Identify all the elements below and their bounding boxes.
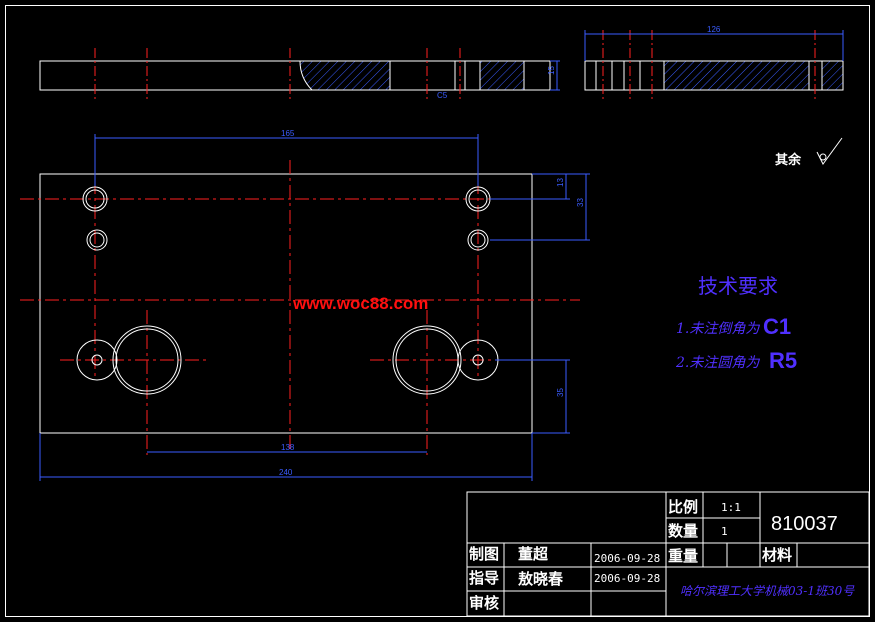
watermark-text: www.woc88.com [292,294,428,313]
material-label: 材料 [762,546,792,564]
drawing-number: 810037 [771,513,838,535]
plan-view: 165 13 33 35 138 240 [20,129,590,481]
scale-label: 比例 [668,498,698,516]
dim-hole-span-lower: 138 [281,443,295,452]
dim-hole-span: 165 [281,129,295,138]
tech-req-r5: R5 [769,348,797,373]
drawn-label: 制图 [469,545,499,563]
review-label: 审核 [469,594,499,612]
tech-req-line1: 1.未注倒角为 [676,321,760,337]
dim-top-width: 126 [707,25,721,34]
drawing-frame [5,5,870,617]
guide-date: 2006-09-28 [594,572,660,585]
surface-note: 其余 [775,152,802,168]
dim-overall-width: 240 [279,468,293,477]
guide-label: 指导 [469,569,499,587]
title-block [466,491,870,617]
dim-thickness: 15 [547,66,556,75]
guide-name: 敖晓春 [518,570,563,588]
tech-req-line2: 2.未注圆角为 [675,355,760,371]
tech-req-c1: C1 [763,314,791,339]
drawn-date: 2006-09-28 [594,552,660,565]
dim-vert-35: 35 [556,388,565,397]
qty-label: 数量 [668,522,698,540]
side-view-right: 126 [584,25,844,100]
dim-vert-13: 13 [556,178,565,187]
scale-value: 1:1 [721,501,741,514]
side-view-left: 15 C5 [39,48,560,100]
dim-vert-33: 33 [576,198,585,207]
tech-requirements: 技术要求 1.未注倒角为 C1 2.未注圆角为 R5 [675,274,797,373]
weight-label: 重量 [668,547,698,565]
qty-value: 1 [721,525,728,538]
roughness-symbol-icon [816,137,843,165]
drawn-name: 董超 [518,545,549,563]
tech-req-title: 技术要求 [698,274,778,298]
dim-chamfer: C5 [437,91,448,100]
school-class: 哈尔滨理工大学机械03-1班30号 [680,584,855,598]
